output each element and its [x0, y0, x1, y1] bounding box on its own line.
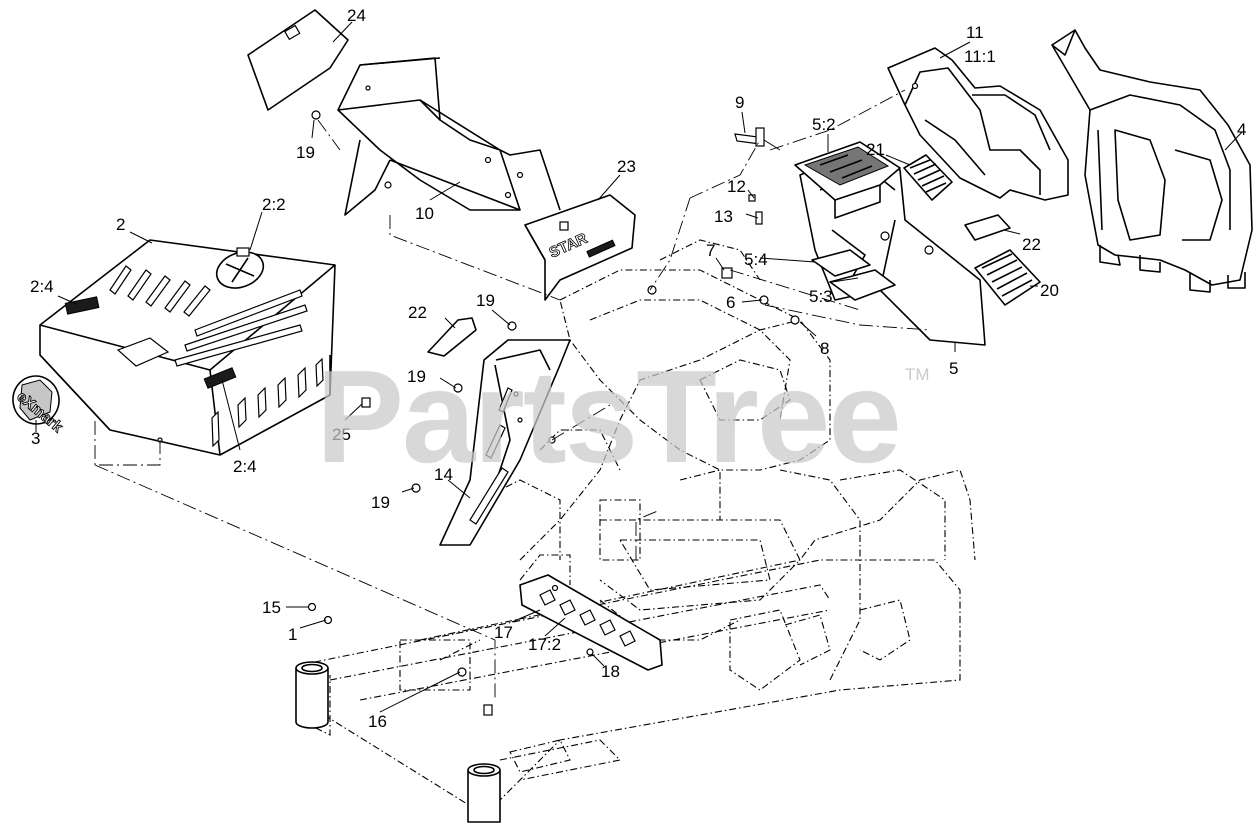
- callout-5-2: 5:2: [812, 115, 836, 134]
- watermark-trademark: TM: [905, 365, 930, 384]
- part-4-rear-cowl: [1051, 29, 1253, 293]
- part-10-console-panel: [337, 57, 561, 216]
- callout-4: 4: [1237, 120, 1246, 139]
- callout-19-bottom: 19: [371, 493, 390, 512]
- part-22-decal-right: [964, 214, 1011, 241]
- callout-2-4-left: 2:4: [30, 277, 54, 296]
- callout-11-1: 11:1: [964, 47, 996, 66]
- callout-2-2: 2:2: [262, 195, 286, 214]
- callout-3: 3: [31, 429, 40, 448]
- callout-15: 15: [262, 598, 281, 617]
- callout-22-right: 22: [1022, 235, 1041, 254]
- callout-24: 24: [347, 6, 366, 25]
- callout-1: 1: [288, 625, 297, 644]
- callout-2-4-right: 2:4: [233, 457, 257, 476]
- callout-5-4: 5:4: [744, 250, 768, 269]
- part-3-logo-badge: eXmark: [12, 375, 67, 437]
- callout-12: 12: [727, 177, 746, 196]
- callout-21: 21: [866, 140, 885, 159]
- assembly-phantom-lines: [94, 89, 931, 700]
- callout-11: 11: [966, 23, 984, 42]
- part-25-clip: [361, 397, 371, 408]
- part-5-3-decal: [829, 269, 896, 301]
- callout-8: 8: [820, 339, 829, 358]
- callout-7: 7: [706, 241, 715, 260]
- part-5-4-decal: [811, 249, 871, 277]
- callout-9: 9: [735, 93, 744, 112]
- callout-18: 18: [601, 662, 620, 681]
- callout-16: 16: [368, 712, 387, 731]
- part-17-support-bracket: [519, 574, 663, 671]
- callout-17-2: 17:2: [528, 635, 561, 654]
- part-23-brand-plate: STAR: [524, 194, 636, 301]
- part-11-side-panel: [887, 47, 1069, 201]
- part-20-vent-grille: [974, 249, 1041, 306]
- callout-5-3: 5:3: [809, 287, 833, 306]
- callout-20: 20: [1040, 281, 1059, 300]
- callout-19-lower: 19: [407, 367, 426, 386]
- callout-14: 14: [434, 465, 453, 484]
- part-2-seat-pan-cover: [39, 239, 336, 456]
- callout-10: 10: [415, 204, 434, 223]
- callout-leaders: [35, 21, 1243, 713]
- callout-19-mid: 19: [476, 291, 495, 310]
- callout-5: 5: [949, 359, 958, 378]
- callout-23: 23: [617, 157, 636, 176]
- bolt-19-top: [311, 110, 321, 120]
- callout-13: 13: [714, 207, 733, 226]
- part-9-pin: [734, 127, 781, 151]
- callout-labels: 24 19 10 23 2 2:2 2:4 3 2:4 25 22 19 19 …: [30, 6, 1246, 731]
- callout-17: 17: [494, 623, 513, 642]
- part-24-decal: [247, 9, 349, 111]
- part-5-2-switch-plate: [794, 141, 901, 219]
- mower-frame-phantom: [299, 239, 976, 823]
- callout-22-left: 22: [408, 303, 427, 322]
- callout-25: 25: [332, 425, 351, 444]
- watermark: PartsTree TM: [316, 343, 930, 490]
- caster-tubes: [295, 661, 571, 823]
- watermark-text: PartsTree: [316, 343, 900, 490]
- part-21-vent-grille: [903, 154, 953, 201]
- part-14-side-shield: [439, 339, 571, 546]
- callout-19-top: 19: [296, 143, 315, 162]
- callout-6: 6: [726, 293, 735, 312]
- hardware-fasteners: [307, 110, 800, 716]
- callout-2: 2: [116, 215, 125, 234]
